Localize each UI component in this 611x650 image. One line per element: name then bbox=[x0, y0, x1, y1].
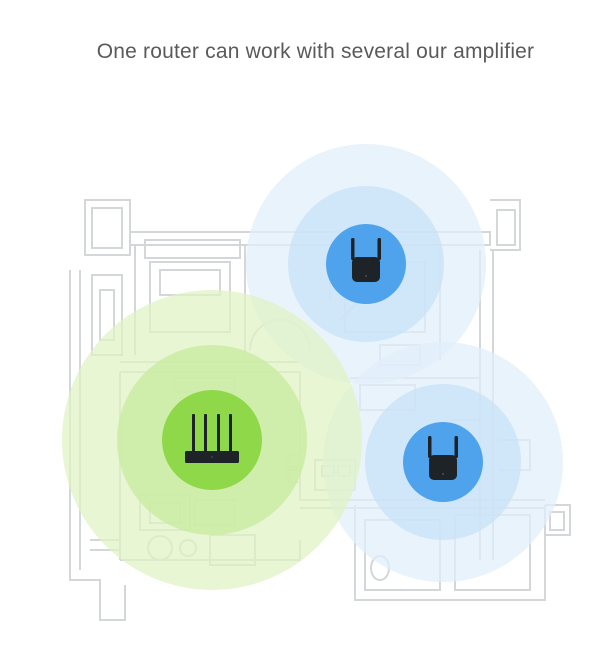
amplifier-bottom-coverage bbox=[323, 342, 563, 582]
wifi-amplifier-icon bbox=[351, 238, 381, 282]
wifi-amplifier-icon bbox=[428, 436, 458, 480]
router-coverage bbox=[62, 290, 362, 590]
router-core bbox=[162, 390, 262, 490]
headline-text: One router can work with several our amp… bbox=[96, 40, 535, 63]
router-icon bbox=[185, 414, 239, 463]
